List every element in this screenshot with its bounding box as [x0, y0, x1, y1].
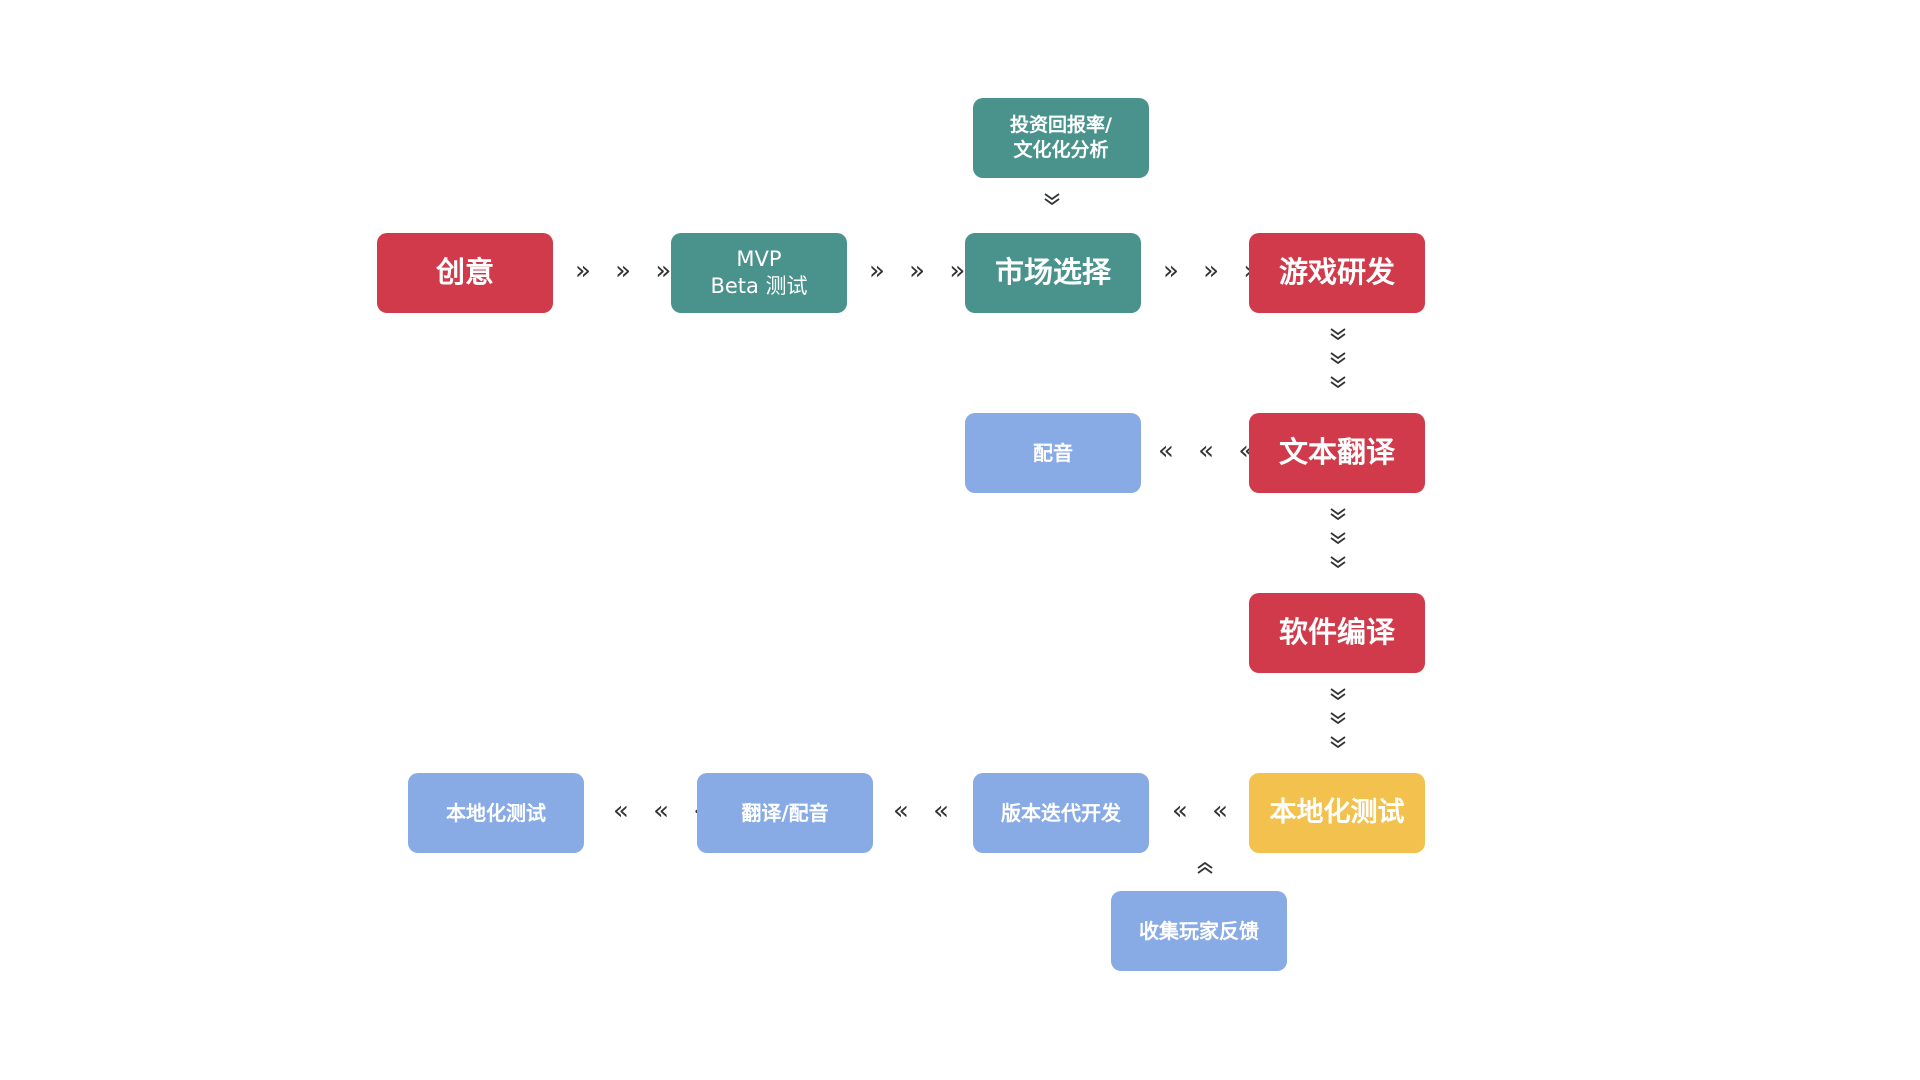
node-roi-analysis: 投资回报率/ 文化化分析: [973, 98, 1149, 178]
double-chevron-down-icon: [1330, 352, 1346, 365]
arrow-translate-to-voice: « « «: [1158, 436, 1263, 466]
node-compile-label: 软件编译: [1278, 615, 1395, 650]
node-player-feedback: 收集玩家反馈: [1111, 891, 1287, 971]
double-chevron-down-icon: [1330, 712, 1346, 725]
double-chevron-down-icon: [1330, 736, 1346, 749]
double-chevron-up-icon: [1197, 861, 1213, 874]
arrow-idea-to-mvp: » » »: [575, 256, 680, 286]
node-mvp-line1: MVP: [736, 246, 782, 271]
double-chevron-down-icon: [1330, 376, 1346, 389]
arrow-market-to-dev: » » »: [1163, 256, 1268, 286]
double-chevron-down-icon: [1330, 688, 1346, 701]
node-loc-test-end-label: 本地化测试: [446, 801, 546, 825]
node-roi-line2: 文化化分析: [1013, 139, 1109, 161]
arrow-roi-to-market: [1040, 192, 1064, 206]
node-translation-voice: 翻译/配音: [697, 773, 873, 853]
node-mvp-beta: MVP Beta 测试: [671, 233, 847, 313]
double-chevron-down-icon: [1330, 532, 1346, 545]
node-version-iteration: 版本迭代开发: [973, 773, 1149, 853]
arrow-feedback-up: [1193, 861, 1217, 875]
node-iteration-label: 版本迭代开发: [1001, 801, 1121, 825]
node-game-dev-label: 游戏研发: [1278, 255, 1395, 290]
node-idea: 创意: [377, 233, 553, 313]
arrow-compile-to-loctest: [1326, 687, 1350, 749]
double-chevron-down-icon: [1330, 556, 1346, 569]
double-chevron-down-icon: [1044, 193, 1060, 206]
node-software-compile: 软件编译: [1249, 593, 1425, 673]
arrow-dev-to-translate: [1326, 327, 1350, 389]
arrow-transvoice-to-loctest: « « «: [613, 796, 718, 826]
node-translate-label: 文本翻译: [1278, 435, 1395, 470]
arrow-translate-to-compile: [1326, 507, 1350, 569]
node-text-translation: 文本翻译: [1249, 413, 1425, 493]
node-loc-test-label: 本地化测试: [1269, 797, 1405, 829]
node-feedback-label: 收集玩家反馈: [1139, 919, 1259, 943]
node-localization-test-end: 本地化测试: [408, 773, 584, 853]
node-mvp-line2: Beta 测试: [710, 274, 808, 298]
node-voice: 配音: [965, 413, 1141, 493]
node-market-selection: 市场选择: [965, 233, 1141, 313]
node-voice-label: 配音: [1033, 441, 1073, 465]
node-market-label: 市场选择: [994, 255, 1111, 290]
double-chevron-down-icon: [1330, 328, 1346, 341]
node-roi-line1: 投资回报率/: [1010, 114, 1112, 137]
double-chevron-down-icon: [1330, 508, 1346, 521]
node-localization-test: 本地化测试: [1249, 773, 1425, 853]
node-trans-voice-label: 翻译/配音: [741, 801, 829, 825]
node-idea-label: 创意: [435, 255, 494, 290]
node-game-dev: 游戏研发: [1249, 233, 1425, 313]
arrow-mvp-to-market: » » »: [869, 256, 974, 286]
